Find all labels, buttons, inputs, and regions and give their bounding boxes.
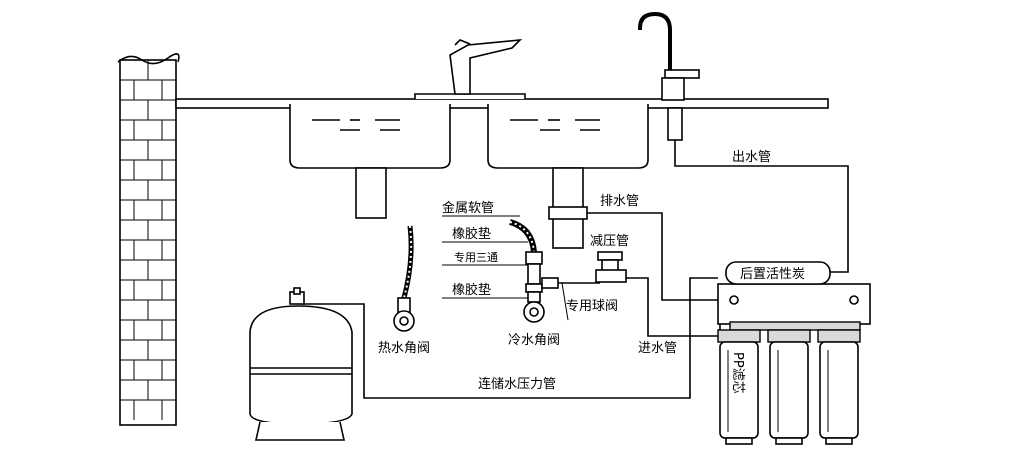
ball-valve-label: 专用球阀 xyxy=(566,299,618,314)
leader-lines xyxy=(442,215,528,299)
ball-valve-icon xyxy=(541,277,600,321)
purified-water-faucet xyxy=(638,11,700,141)
right-sink-basin xyxy=(487,104,649,249)
drain-pipe-line xyxy=(587,212,720,301)
cold-water-metal-hose xyxy=(509,219,537,253)
hot-angle-valve-label: 热水角阀 xyxy=(378,341,430,356)
hot-angle-valve-icon xyxy=(393,310,415,332)
filter-cartridge-3 xyxy=(817,329,861,445)
outlet-pipe-line xyxy=(674,140,849,273)
pressure-reducer-label: 减压管 xyxy=(590,234,629,249)
special-tee-label: 专用三通 xyxy=(454,250,498,264)
pressure-storage-tank xyxy=(249,287,353,441)
filter-unit xyxy=(717,283,871,331)
post-carbon-label: 后置活性炭 xyxy=(740,267,805,282)
post-carbon-filter xyxy=(725,261,831,285)
filter-cartridge-2 xyxy=(767,329,811,445)
left-sink-basin xyxy=(289,104,451,219)
filter-cartridge-pp xyxy=(717,329,761,445)
brick-wall xyxy=(117,53,180,426)
cold-angle-valve-icon xyxy=(523,301,545,323)
tank-pressure-pipe-line xyxy=(302,277,718,399)
inlet-pipe-line xyxy=(626,277,721,337)
pressure-reducer-icon xyxy=(595,251,627,283)
sink-faucet xyxy=(414,38,526,99)
pp-filter-label: PP滤芯 xyxy=(730,352,745,394)
rubber-gasket-label-1: 橡胶垫 xyxy=(452,226,491,242)
hot-water-hose xyxy=(397,225,414,313)
metal-hose-label: 金属软管 xyxy=(442,200,494,216)
rubber-gasket-label-2: 橡胶垫 xyxy=(452,282,491,298)
drain-pipe-label: 排水管 xyxy=(600,194,639,209)
outlet-pipe-label: 出水管 xyxy=(732,150,771,165)
special-tee-fitting xyxy=(525,251,543,303)
inlet-pipe-label: 进水管 xyxy=(638,341,677,356)
cold-angle-valve-label: 冷水角阀 xyxy=(508,333,560,348)
tank-pressure-pipe-label: 连储水压力管 xyxy=(478,376,556,392)
